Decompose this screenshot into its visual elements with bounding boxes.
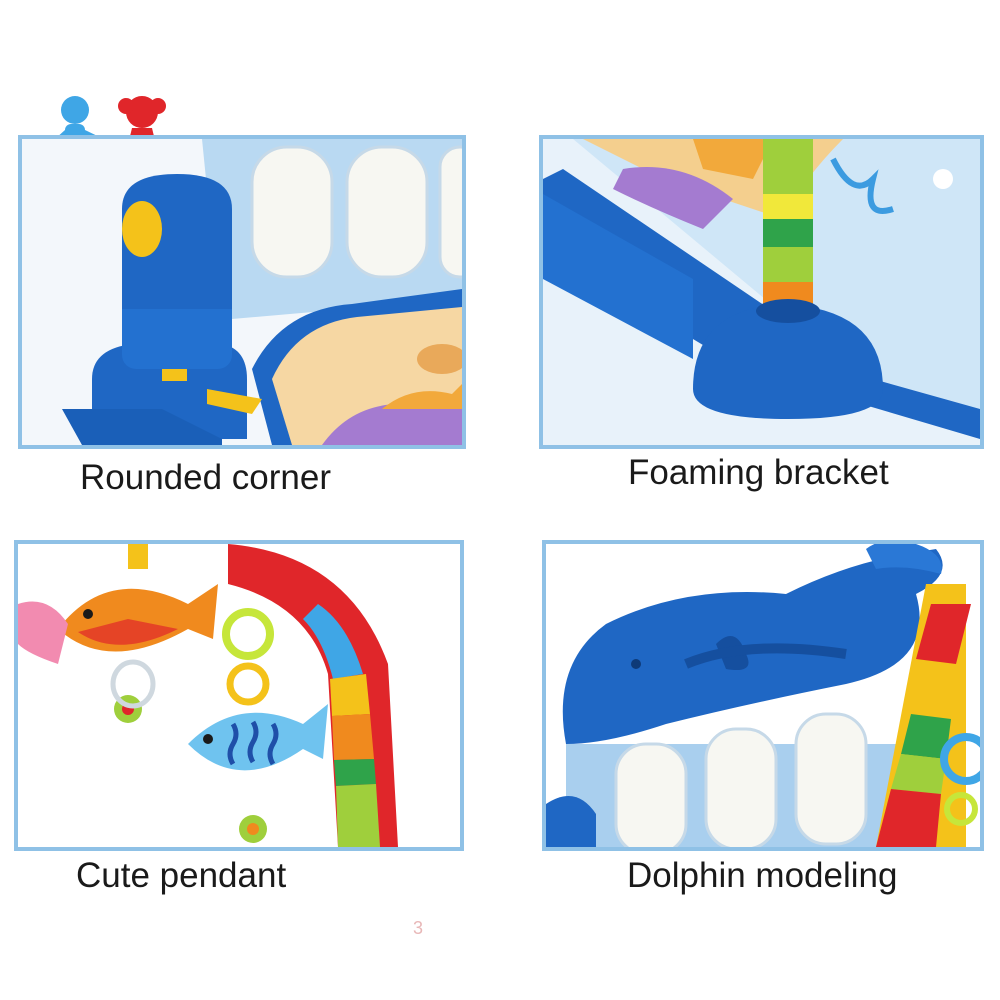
caption-dolphin-modeling: Dolphin modeling (627, 856, 898, 895)
caption-rounded-corner: Rounded corner (80, 458, 331, 497)
caption-cute-pendant: Cute pendant (76, 856, 287, 895)
rounded-corner-photo (18, 135, 466, 449)
cute-pendant-photo (14, 540, 464, 851)
page-number: 3 (413, 918, 424, 938)
foaming-bracket-photo (539, 135, 984, 449)
dolphin-modeling-photo (542, 540, 984, 851)
caption-foaming-bracket: Foaming bracket (628, 453, 889, 492)
